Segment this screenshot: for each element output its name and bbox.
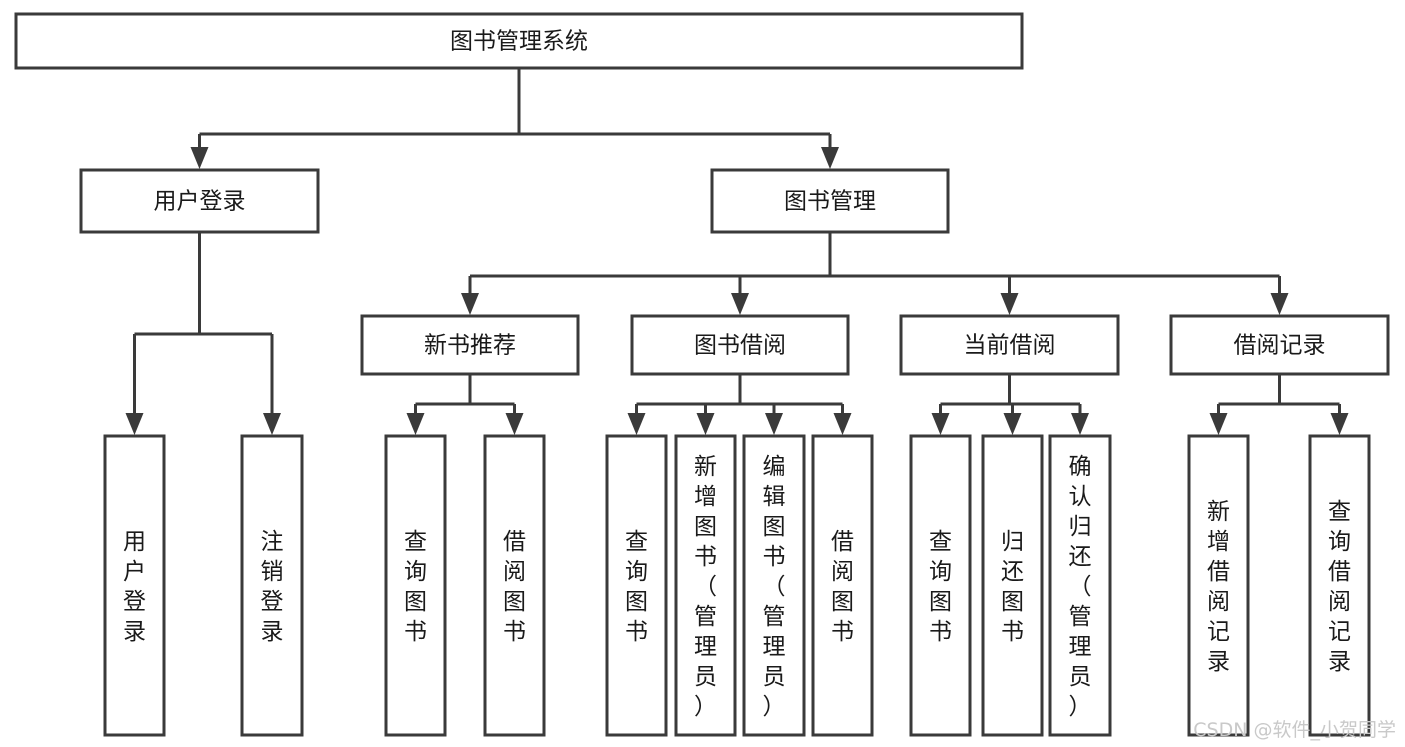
node-borrow-record[interactable]: 借阅记录 <box>1169 314 1390 376</box>
node-label-leaf-confirm-return: 确认归还（管理员） <box>1069 454 1092 720</box>
node-label-leaf-borrow-book-2: 借阅图书 <box>831 529 854 645</box>
node-box-leaf-user-login[interactable] <box>103 434 166 737</box>
node-box-leaf-query-record[interactable] <box>1308 434 1371 737</box>
node-leaf-query-book-1[interactable]: 查询图书 <box>384 434 447 737</box>
node-user-login[interactable]: 用户登录 <box>79 168 320 234</box>
node-leaf-query-record[interactable]: 查询借阅记录 <box>1308 434 1371 737</box>
node-current-borrow[interactable]: 当前借阅 <box>899 314 1120 376</box>
connector-userlogin-to-leaves <box>125 232 281 435</box>
node-box-root[interactable] <box>14 12 1024 70</box>
node-label-new-book-rec: 新书推荐 <box>424 333 516 359</box>
connector-bookmanage-to-level3 <box>461 232 1289 315</box>
connector-root-to-level2 <box>190 68 839 169</box>
node-box-leaf-add-record[interactable] <box>1187 434 1250 737</box>
node-box-leaf-query-book-2[interactable] <box>605 434 668 737</box>
node-box-new-book-rec[interactable] <box>360 314 580 376</box>
node-label-leaf-query-book-3: 查询图书 <box>929 529 952 645</box>
node-leaf-user-login[interactable]: 用户登录 <box>103 434 166 737</box>
node-label-user-login: 用户登录 <box>154 189 246 215</box>
node-box-leaf-borrow-book-1[interactable] <box>483 434 546 737</box>
node-box-leaf-confirm-return[interactable] <box>1048 434 1112 737</box>
node-label-root: 图书管理系统 <box>450 29 588 55</box>
edges-layer <box>125 68 1349 435</box>
node-box-book-manage[interactable] <box>710 168 950 234</box>
node-label-leaf-add-book: 新增图书（管理员） <box>694 454 717 720</box>
node-book-manage[interactable]: 图书管理 <box>710 168 950 234</box>
node-box-leaf-add-book[interactable] <box>674 434 737 737</box>
nodes-layer: 图书管理系统用户登录图书管理新书推荐图书借阅当前借阅借阅记录用户登录注销登录查询… <box>14 12 1390 737</box>
connector-newbook-to-leaves <box>406 374 524 435</box>
connector-currentborrow-to-leaves <box>931 374 1089 435</box>
node-box-leaf-borrow-book-2[interactable] <box>811 434 874 737</box>
node-leaf-borrow-book-1[interactable]: 借阅图书 <box>483 434 546 737</box>
node-label-book-borrow: 图书借阅 <box>694 333 786 359</box>
node-box-borrow-record[interactable] <box>1169 314 1390 376</box>
node-label-book-manage: 图书管理 <box>784 189 876 215</box>
node-leaf-edit-book[interactable]: 编辑图书（管理员） <box>742 434 806 737</box>
node-new-book-rec[interactable]: 新书推荐 <box>360 314 580 376</box>
node-leaf-add-book[interactable]: 新增图书（管理员） <box>674 434 737 737</box>
node-leaf-user-logout[interactable]: 注销登录 <box>240 434 304 737</box>
node-label-leaf-add-record: 新增借阅记录 <box>1207 499 1230 675</box>
node-label-leaf-query-record: 查询借阅记录 <box>1328 499 1351 675</box>
node-label-leaf-user-logout: 注销登录 <box>261 529 284 645</box>
node-box-user-login[interactable] <box>79 168 320 234</box>
watermark-label: CSDN @软件_小贺同学 <box>1193 719 1396 741</box>
node-box-leaf-return-book[interactable] <box>981 434 1044 737</box>
node-label-leaf-edit-book: 编辑图书（管理员） <box>763 454 786 720</box>
node-box-leaf-query-book-3[interactable] <box>909 434 972 737</box>
node-label-leaf-query-book-2: 查询图书 <box>625 529 648 645</box>
node-root[interactable]: 图书管理系统 <box>14 12 1024 70</box>
node-box-leaf-user-logout[interactable] <box>240 434 304 737</box>
node-leaf-query-book-2[interactable]: 查询图书 <box>605 434 668 737</box>
node-leaf-confirm-return[interactable]: 确认归还（管理员） <box>1048 434 1112 737</box>
node-leaf-add-record[interactable]: 新增借阅记录 <box>1187 434 1250 737</box>
node-box-leaf-query-book-1[interactable] <box>384 434 447 737</box>
node-leaf-borrow-book-2[interactable]: 借阅图书 <box>811 434 874 737</box>
node-label-leaf-user-login: 用户登录 <box>123 529 146 645</box>
node-label-current-borrow: 当前借阅 <box>964 333 1056 359</box>
node-label-leaf-query-book-1: 查询图书 <box>404 529 427 645</box>
node-box-book-borrow[interactable] <box>630 314 850 376</box>
node-box-leaf-edit-book[interactable] <box>742 434 806 737</box>
node-box-current-borrow[interactable] <box>899 314 1120 376</box>
node-book-borrow[interactable]: 图书借阅 <box>630 314 850 376</box>
node-label-leaf-return-book: 归还图书 <box>1001 529 1024 645</box>
node-leaf-return-book[interactable]: 归还图书 <box>981 434 1044 737</box>
node-label-borrow-record: 借阅记录 <box>1234 333 1326 359</box>
node-leaf-query-book-3[interactable]: 查询图书 <box>909 434 972 737</box>
connector-borrowrecord-to-leaves <box>1209 374 1349 435</box>
node-label-leaf-borrow-book-1: 借阅图书 <box>503 529 526 645</box>
connector-bookborrow-to-leaves <box>627 374 852 435</box>
